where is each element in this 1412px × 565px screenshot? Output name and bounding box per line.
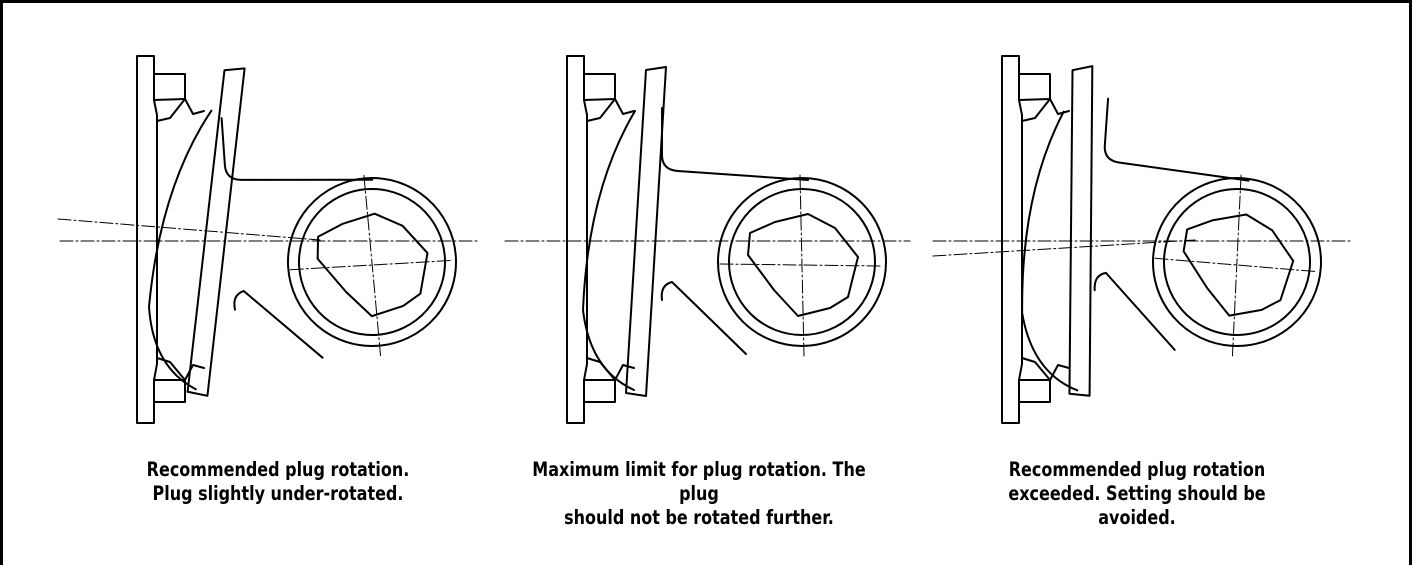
caption-line: Recommended plug rotation [1008,458,1266,481]
caption-under-rotated: Recommended plug rotation. Plug slightly… [89,458,466,506]
caption-line: Maximum limit for plug rotation. The plu… [532,458,866,505]
centerline-tilted [57,218,321,241]
centerline-tilted [932,239,1196,257]
caption-line: Plug slightly under-rotated. [152,482,404,505]
diagram-exceeded [932,55,1351,424]
diagram-under-rotated [57,55,481,424]
caption-line: should not be rotated further. [564,506,834,529]
caption-maximum-limit: Maximum limit for plug rotation. The plu… [510,458,887,530]
caption-line: avoided. [1098,506,1176,529]
caption-exceeded: Recommended plug rotation exceeded. Sett… [948,458,1325,530]
diagram-maximum-limit [504,55,911,424]
caption-line: exceeded. Setting should be [1008,482,1266,505]
caption-line: Recommended plug rotation. [146,458,410,481]
